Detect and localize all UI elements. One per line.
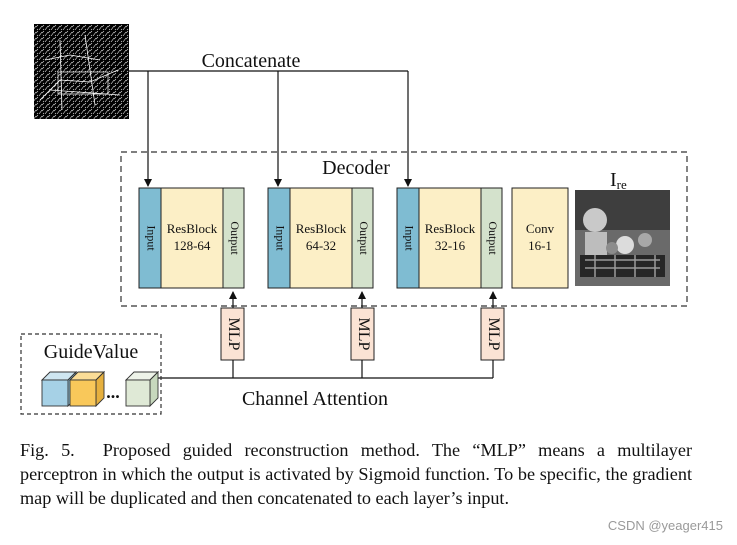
output-block-3 bbox=[480, 187, 503, 289]
reconstructed-image-label: Ire bbox=[610, 169, 627, 192]
guide-ellipsis: ... bbox=[106, 382, 120, 402]
mlp-label-3: MLP bbox=[485, 318, 502, 351]
output-label-1: Output bbox=[228, 221, 242, 255]
input-label-1: Input bbox=[144, 225, 158, 251]
guide-value-label: GuideValue bbox=[44, 341, 139, 363]
figure-number: Fig. 5. bbox=[20, 440, 75, 460]
resblock-2: Input ResBlock 64-32 Output bbox=[267, 187, 374, 289]
input-label-2: Input bbox=[273, 225, 287, 251]
resblock-name-1: ResBlock bbox=[167, 221, 218, 236]
mlp-2: MLP bbox=[350, 307, 375, 361]
mlp-label-1: MLP bbox=[225, 318, 242, 351]
decoder-label: Decoder bbox=[322, 157, 390, 179]
resblock-name-2: ResBlock bbox=[296, 221, 347, 236]
resblock-body-1 bbox=[160, 187, 224, 289]
mlp-3: MLP bbox=[480, 307, 505, 361]
output-block-2 bbox=[351, 187, 374, 289]
output-label-2: Output bbox=[357, 221, 371, 255]
resblock-1: Input ResBlock 128-64 Output bbox=[138, 187, 245, 289]
output-label-3: Output bbox=[486, 221, 500, 255]
resblock-name-3: ResBlock bbox=[425, 221, 476, 236]
input-label-3: Input bbox=[402, 225, 416, 251]
gradient-map-image bbox=[34, 24, 129, 119]
mlp-label-2: MLP bbox=[355, 318, 372, 351]
resblock-channels-1: 128-64 bbox=[174, 238, 211, 253]
output-block-1 bbox=[222, 187, 245, 289]
resblock-channels-3: 32-16 bbox=[435, 238, 466, 253]
resblock-body-3 bbox=[418, 187, 482, 289]
caption-text: Proposed guided reconstruction method. T… bbox=[20, 440, 693, 508]
resblock-channels-2: 64-32 bbox=[306, 238, 336, 253]
figure-caption: Fig. 5.Proposed guided reconstruction me… bbox=[20, 438, 692, 510]
guided-reconstruction-diagram: Concatenate Decoder Input ResBlock 128-6… bbox=[20, 24, 688, 415]
conv-name: Conv bbox=[526, 221, 555, 236]
channel-attention-lines bbox=[158, 291, 497, 379]
concatenate-lines bbox=[129, 70, 412, 187]
watermark: CSDN @yeager415 bbox=[607, 518, 723, 533]
guide-value-box bbox=[20, 333, 162, 415]
conv-channels: 16-1 bbox=[528, 238, 552, 253]
resblock-3: Input ResBlock 32-16 Output bbox=[396, 187, 503, 289]
concatenate-label: Concatenate bbox=[202, 50, 301, 72]
reconstructed-image bbox=[575, 190, 670, 286]
decoder-box bbox=[120, 151, 688, 307]
resblock-body-2 bbox=[289, 187, 353, 289]
conv-block: Conv 16-1 bbox=[511, 187, 569, 289]
mlp-1: MLP bbox=[220, 307, 245, 361]
guide-cube-yellow bbox=[68, 370, 106, 408]
guide-cube-green bbox=[124, 370, 160, 408]
channel-attention-label: Channel Attention bbox=[242, 388, 388, 410]
